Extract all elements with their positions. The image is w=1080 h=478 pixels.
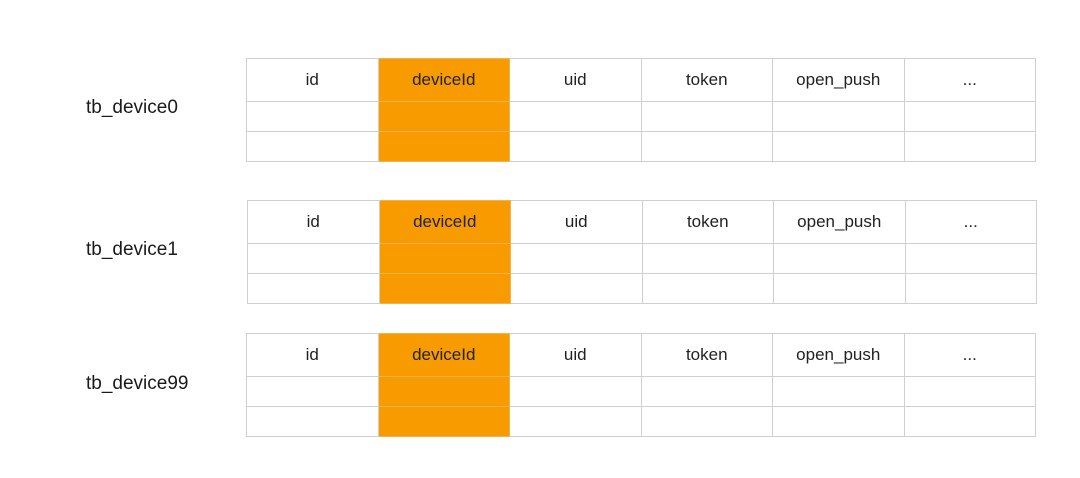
- column-header-open-push: open_push: [772, 58, 905, 102]
- table-row: [246, 376, 1036, 407]
- key-cell: [377, 406, 510, 437]
- cell: [772, 406, 905, 437]
- cell: [903, 406, 1036, 437]
- column-header-more: ...: [903, 58, 1036, 102]
- cell: [641, 243, 774, 274]
- cell: [640, 406, 773, 437]
- cell: [903, 376, 1036, 407]
- cell: [640, 101, 773, 132]
- cell: [904, 273, 1037, 304]
- cell: [903, 101, 1036, 132]
- column-header-more: ...: [904, 200, 1037, 244]
- column-header-uid: uid: [510, 200, 643, 244]
- cell: [247, 243, 380, 274]
- cell: [640, 131, 773, 162]
- cell: [247, 273, 380, 304]
- table-row: [247, 273, 1037, 304]
- column-header-id: id: [246, 58, 379, 102]
- cell: [509, 101, 642, 132]
- cell: [772, 376, 905, 407]
- cell: [510, 273, 643, 304]
- key-cell: [377, 101, 510, 132]
- cell: [773, 273, 906, 304]
- device-table: id deviceId uid token open_push ...: [247, 200, 1037, 304]
- key-cell: [377, 131, 510, 162]
- header-row: id deviceId uid token open_push ...: [246, 333, 1036, 377]
- device-table: id deviceId uid token open_push ...: [246, 58, 1036, 162]
- column-header-uid: uid: [509, 333, 642, 377]
- column-header-open-push: open_push: [773, 200, 906, 244]
- cell: [903, 131, 1036, 162]
- column-header-id: id: [247, 200, 380, 244]
- table-name-label: tb_device0: [86, 97, 178, 118]
- column-header-deviceid: deviceId: [377, 58, 510, 102]
- key-cell: [377, 376, 510, 407]
- header-row: id deviceId uid token open_push ...: [247, 200, 1037, 244]
- column-header-deviceid: deviceId: [377, 333, 510, 377]
- column-header-open-push: open_push: [772, 333, 905, 377]
- column-header-more: ...: [903, 333, 1036, 377]
- cell: [510, 243, 643, 274]
- column-header-token: token: [640, 58, 773, 102]
- column-header-id: id: [246, 333, 379, 377]
- column-header-token: token: [640, 333, 773, 377]
- header-row: id deviceId uid token open_push ...: [246, 58, 1036, 102]
- table-row: [246, 131, 1036, 162]
- cell: [246, 101, 379, 132]
- cell: [509, 376, 642, 407]
- table-row: [247, 243, 1037, 274]
- cell: [641, 273, 774, 304]
- column-header-token: token: [641, 200, 774, 244]
- key-cell: [378, 243, 511, 274]
- cell: [509, 131, 642, 162]
- cell: [904, 243, 1037, 274]
- cell: [509, 406, 642, 437]
- cell: [246, 376, 379, 407]
- device-table: id deviceId uid token open_push ...: [246, 333, 1036, 437]
- table-row: [246, 406, 1036, 437]
- cell: [772, 101, 905, 132]
- cell: [772, 131, 905, 162]
- table-row: [246, 101, 1036, 132]
- cell: [246, 406, 379, 437]
- cell: [246, 131, 379, 162]
- column-header-uid: uid: [509, 58, 642, 102]
- key-cell: [378, 273, 511, 304]
- cell: [640, 376, 773, 407]
- column-header-deviceid: deviceId: [378, 200, 511, 244]
- cell: [773, 243, 906, 274]
- table-name-label: tb_device1: [86, 239, 178, 260]
- table-name-label: tb_device99: [86, 373, 189, 394]
